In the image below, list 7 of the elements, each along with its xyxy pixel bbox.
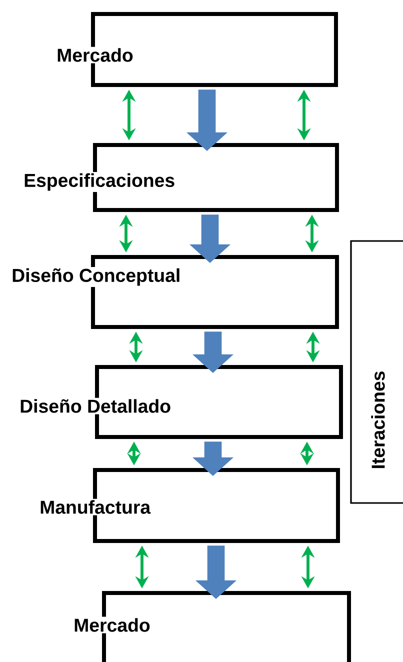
process-box: Mercado: [72, 591, 351, 662]
side-box: Iteraciones: [350, 240, 403, 504]
process-box: Mercado: [55, 12, 338, 88]
process-box: Especificaciones: [22, 143, 339, 212]
process-box: Diseño Conceptual: [10, 255, 339, 329]
process-box: Diseño Detallado: [18, 365, 343, 439]
process-box: Manufactura: [38, 468, 340, 543]
